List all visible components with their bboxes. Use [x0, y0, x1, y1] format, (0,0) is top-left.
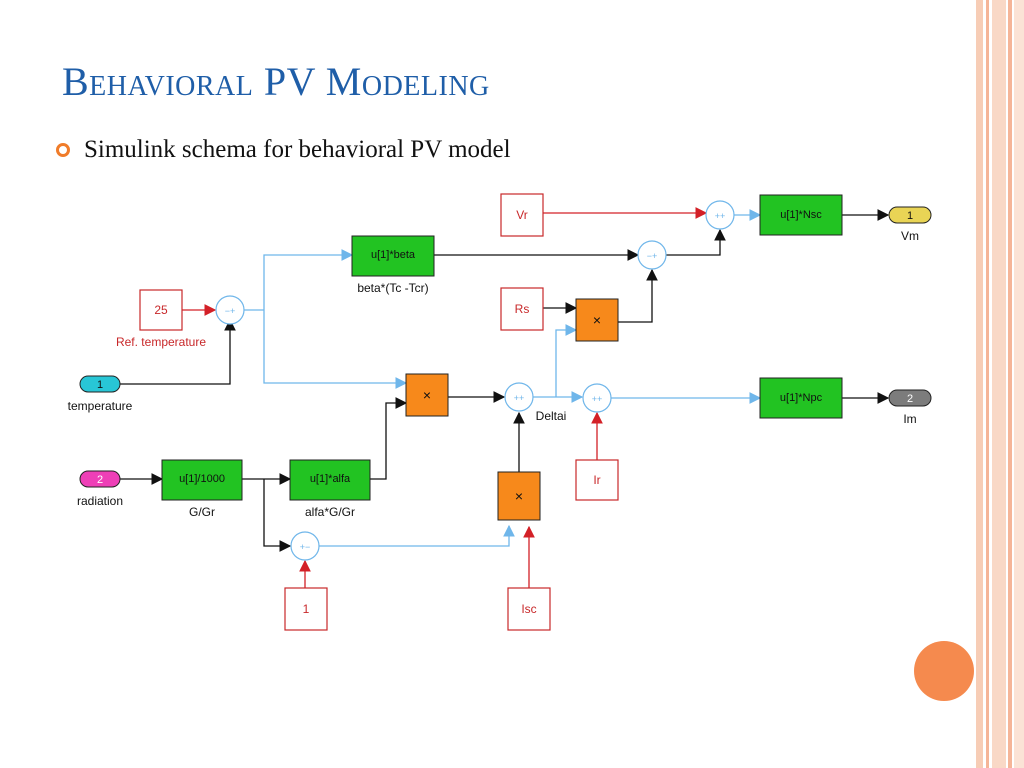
constant-one-value: 1 — [303, 602, 310, 616]
constant-vr[interactable]: Vr — [500, 193, 544, 237]
inport-temperature[interactable]: 1 — [79, 375, 121, 393]
line-temperature — [120, 318, 236, 385]
constant-rs[interactable]: Rs — [500, 287, 544, 331]
label-temperature: temperature — [68, 399, 133, 413]
label-ref-temperature: Ref. temperature — [116, 335, 206, 349]
constant-ref-temperature-value: 25 — [154, 303, 168, 317]
constant-ir[interactable]: Ir — [575, 459, 619, 501]
svg-text:+−: +− — [300, 542, 311, 552]
line-dtemp-to-beta — [263, 249, 354, 310]
line-sum-to-sum — [666, 228, 726, 256]
outport-im-num: 2 — [907, 393, 913, 405]
sum-voltage — [705, 200, 735, 230]
sum-radiation — [290, 531, 320, 561]
gain-nsc-block[interactable]: u[1]*Nsc — [759, 194, 843, 236]
constant-isc[interactable]: Isc — [507, 587, 551, 631]
bullet-circle-icon — [56, 143, 70, 157]
gain-alfa-block[interactable]: u[1]*alfa — [289, 459, 371, 501]
constant-isc-value: Isc — [521, 602, 536, 616]
sum-voltage-drop — [637, 240, 667, 270]
product-rs-block[interactable]: × — [575, 298, 619, 342]
line-sum3-to-product — [319, 524, 515, 547]
label-im: Im — [903, 412, 916, 426]
sum-deltai — [504, 382, 534, 412]
decorative-circle — [914, 641, 974, 701]
line-dtemp-to-product — [263, 310, 408, 389]
constant-ref-temperature[interactable]: 25 — [139, 289, 183, 331]
product-temperature-block[interactable]: × — [405, 373, 449, 417]
gain-npc-expr: u[1]*Npc — [780, 392, 823, 404]
svg-text:++: ++ — [715, 211, 726, 221]
constant-vr-value: Vr — [516, 208, 528, 222]
label-radiation: radiation — [77, 494, 123, 508]
constant-rs-value: Rs — [515, 302, 530, 316]
svg-text:++: ++ — [514, 393, 525, 403]
svg-text:++: ++ — [592, 394, 603, 404]
label-alfa: alfa*G/Gr — [305, 505, 355, 519]
product-symbol: × — [515, 488, 523, 504]
product-symbol: × — [423, 387, 431, 403]
label-beta: beta*(Tc -Tcr) — [357, 281, 428, 295]
outport-vm[interactable]: 1 — [888, 206, 932, 224]
inport-temperature-num: 1 — [97, 379, 103, 391]
label-vm: Vm — [901, 229, 919, 243]
sum-current — [582, 383, 612, 413]
bullet-item: Simulink schema for behavioral PV model — [56, 136, 511, 164]
outport-vm-num: 1 — [907, 210, 913, 222]
sum-ref-temperature — [215, 295, 245, 325]
inport-radiation-num: 2 — [97, 474, 103, 486]
slide-title: Behavioral PV Modeling — [62, 59, 490, 104]
gain-beta-block[interactable]: u[1]*beta — [351, 235, 435, 277]
line-alfa-to-product — [370, 397, 408, 480]
gain-npc-block[interactable]: u[1]*Npc — [759, 377, 843, 419]
constant-one[interactable]: 1 — [284, 587, 328, 631]
inport-radiation[interactable]: 2 — [79, 470, 121, 488]
gain-alfa-expr: u[1]*alfa — [310, 473, 351, 485]
label-g-gr: G/Gr — [189, 505, 215, 519]
label-deltai: Deltai — [536, 409, 567, 423]
svg-text:−+: −+ — [647, 251, 658, 261]
constant-ir-value: Ir — [593, 473, 600, 487]
gain-g-gr-block[interactable]: u[1]/1000 — [161, 459, 243, 501]
outport-im[interactable]: 2 — [888, 389, 932, 407]
product-isc-block[interactable]: × — [497, 471, 541, 521]
line-deltai-to-product — [555, 324, 578, 397]
svg-text:−+: −+ — [225, 306, 236, 316]
gain-beta-expr: u[1]*beta — [371, 249, 416, 261]
line-ggr-to-sum — [263, 479, 292, 552]
product-symbol: × — [593, 312, 601, 328]
gain-nsc-expr: u[1]*Nsc — [780, 209, 822, 221]
line-product-to-sum — [618, 268, 658, 323]
bullet-text: Simulink schema for behavioral PV model — [84, 136, 511, 163]
gain-g-gr-expr: u[1]/1000 — [179, 473, 225, 485]
